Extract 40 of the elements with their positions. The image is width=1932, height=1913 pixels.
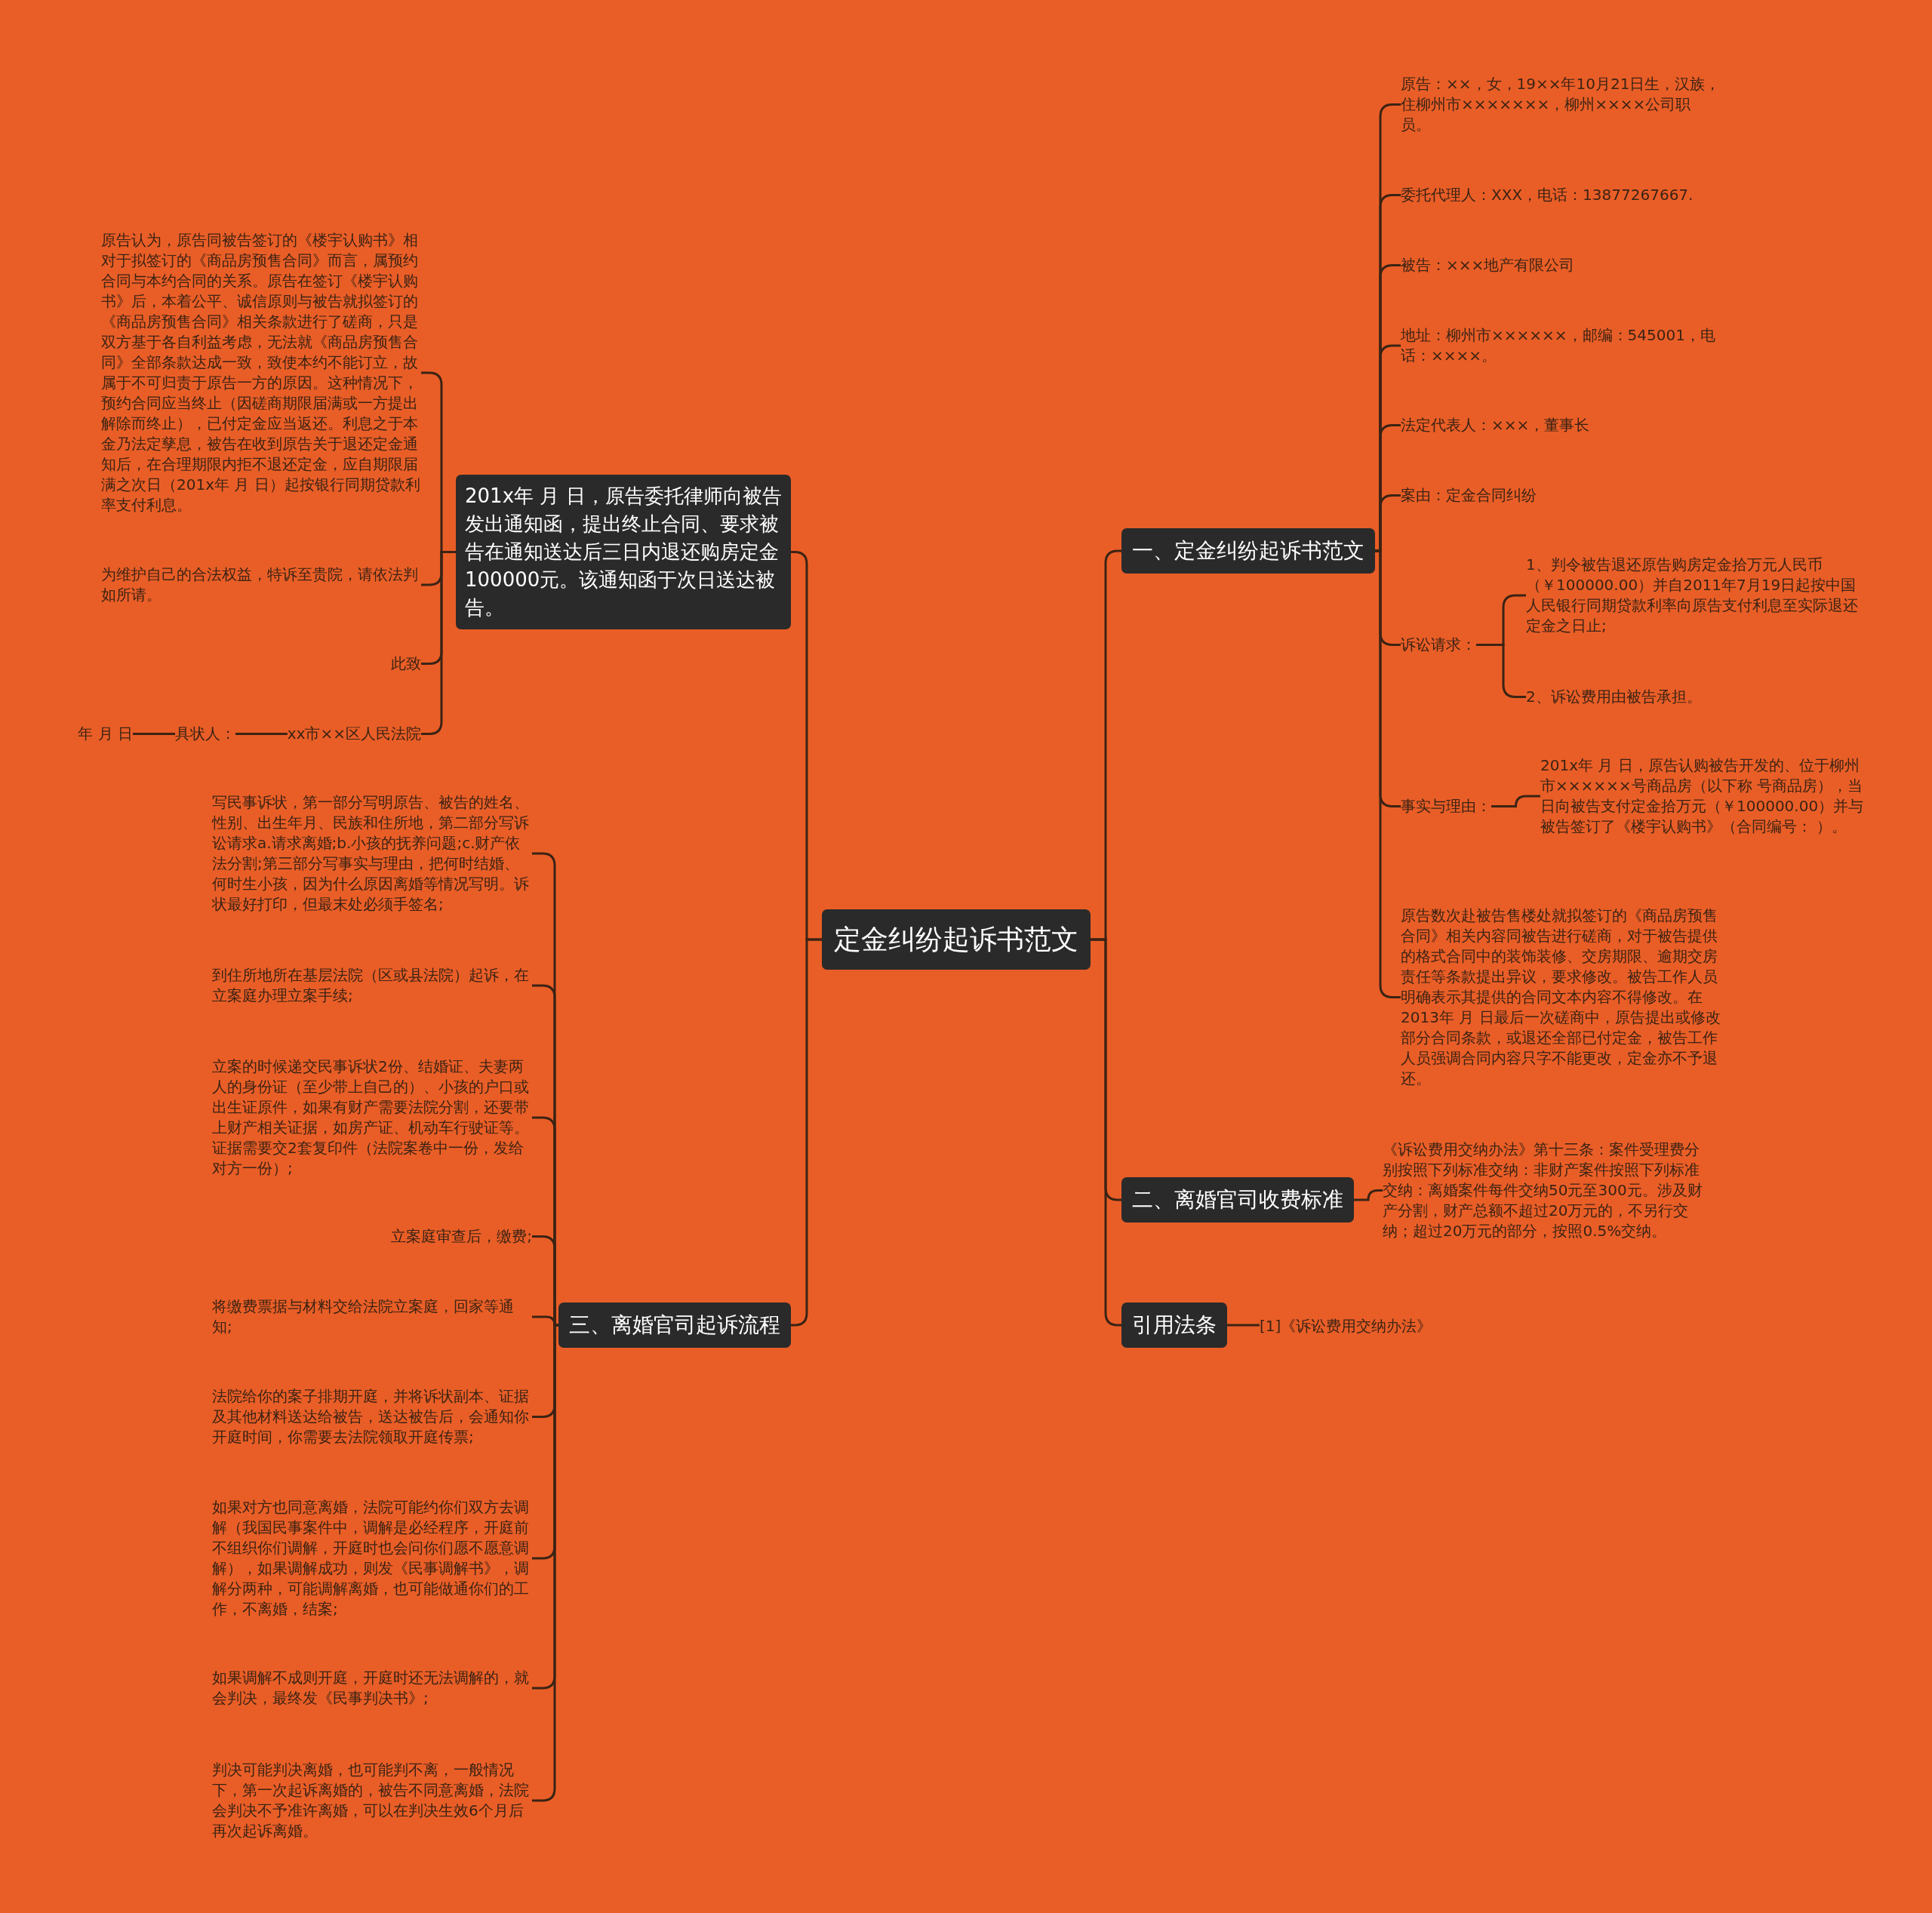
note-text: [1]《诉讼费用交纳办法》 (1260, 1316, 1432, 1336)
note-text: 原告认为，原告同被告签订的《楼宇认购书》相对于拟签订的《商品房预售合同》而言，属预约合同与本约合同的关系。原告在签订《楼宇认购书》后，本着公平、诚信原则与被告就拟签订的《商品房预售合同》相关条款进行了磋商，只是双方基于各自利益考虑，无法就《商品房预售合同》全部条款达成一致，致使本约不能订立，故属于不可归责于原告一方的原因。这种情况下，预约合同应当终止（因磋商期限届满或一方提出解除而终止），已付定金应当返还。利息之于本金乃法定孳息，被告在收到原告关于退还定金通知后，在合理期限内拒不退还定金，应自期限届满之次日（201x年 月 日）起按银行同期贷款利率支付利息。 (101, 230, 421, 515)
note-text: 诉讼请求： (1401, 635, 1476, 655)
note-text: 事实与理由： (1401, 796, 1491, 817)
note-text: 法定代表人：×××，董事长 (1401, 415, 1590, 435)
topic-box: 一、定金纠纷起诉书范文 (1121, 528, 1375, 574)
note-text: 委托代理人：XXX，电话：13877267667. (1401, 185, 1694, 205)
topic-box: 引用法条 (1121, 1303, 1227, 1348)
note-text: 如果对方也同意离婚，法院可能约你们双方去调解（我国民事案件中，调解是必经程序，开庭前不组织你们调解，开庭时也会问你们愿不愿意调解），如果调解成功，则发《民事调解书》，调解分两种，可能调解离婚，也可能做通你们的工作，不离婚，结案; (212, 1497, 532, 1619)
note-text: 立案庭审查后，缴费; (391, 1226, 532, 1247)
note-text: 地址：柳州市××××××，邮编：545001，电话：××××。 (1401, 325, 1733, 366)
note-text: 2、诉讼费用由被告承担。 (1526, 687, 1702, 707)
note-text: 为维护自己的合法权益，特诉至贵院，请依法判如所请。 (101, 564, 421, 605)
note-text: 原告数次赴被告售楼处就拟签订的《商品房预售合同》相关内容同被告进行磋商，对于被告提供的格式合同中的装饰装修、交房期限、逾期交房责任等条款提出异议，要求修改。被告工作人员明确表示其提供的合同文本内容不得修改。在2013年 月 日最后一次磋商中，原告提出或修改部分合同条款，或退还全部已付定金，被告工作人员强调合同内容只字不能更改，定金亦不予退还。 (1401, 906, 1725, 1089)
note-text: 201x年 月 日，原告认购被告开发的、位于柳州市××××××号商品房（以下称 号商品房），当日向被告支付定金拾万元（￥100000.00）并与被告签订了《楼宇认购书》（合同编号： ）。 (1540, 755, 1872, 837)
note-text: 将缴费票据与材料交给法院立案庭，回家等通知; (212, 1296, 532, 1337)
note-text: 此致 (391, 654, 421, 674)
topic-box: 三、离婚官司起诉流程 (558, 1303, 791, 1348)
connector (133, 733, 175, 735)
topic-box: 二、离婚官司收费标准 (1121, 1177, 1354, 1223)
topic-box: 201x年 月 日，原告委托律师向被告发出通知函，提出终止合同、要求被告在通知送达后三日内退还购房定金100000元。该通知函于次日送达被告。 (456, 475, 791, 629)
note-text: xx市××区人民法院 (287, 724, 421, 744)
note-text: 《诉讼费用交纳办法》第十三条：案件受理费分别按照下列标准交纳：非财产案件按照下列标准交纳：离婚案件每件交纳50元至300元。涉及财产分割，财产总额不超过20万元的，不另行交纳；超过20万元的部分，按照0.5%交纳。 (1383, 1139, 1707, 1241)
note-text: 年 月 日 (78, 724, 133, 744)
note-text: 法院给你的案子排期开庭，并将诉状副本、证据及其他材料送达给被告，送达被告后，会通知你开庭时间，你需要去法院领取开庭传票; (212, 1386, 532, 1447)
connector (1491, 795, 1540, 807)
note-text: 案由：定金合同纠纷 (1401, 485, 1537, 506)
note-text: 原告：××，女，19××年10月21日生，汉族，住柳州市×××××××，柳州××××公司职员。 (1401, 74, 1721, 135)
connector (1227, 1324, 1260, 1327)
note-text: 如果调解不成则开庭，开庭时还无法调解的，就会判决，最终发《民事判决书》; (212, 1668, 532, 1708)
note-text: 写民事诉状，第一部分写明原告、被告的姓名、性别、出生年月、民族和住所地，第二部分写诉讼请求a.请求离婚;b.小孩的抚养问题;c.财产依法分割;第三部分写事实与理由，把何时结婚、何时生小孩，因为什么原因离婚等情况写明。诉状最好打印，但最末处必须手签名; (212, 792, 532, 915)
connector (235, 733, 288, 735)
note-text: 被告：×××地产有限公司 (1401, 255, 1575, 275)
note-text: 具状人： (175, 724, 235, 744)
note-text: 1、判令被告退还原告购房定金拾万元人民币（￥100000.00）并自2011年7月19日起按中国人民银行同期贷款利率向原告支付利息至实际退还定金之日止; (1526, 555, 1858, 636)
connector (1354, 1189, 1383, 1201)
note-text: 立案的时候递交民事诉状2份、结婚证、夫妻两人的身份证（至少带上自己的）、小孩的户口或出生证原件，如果有财产需要法院分割，还要带上财产相关证据，如房产证、机动车行驶证等。证据需要交2套复印件（法院案卷中一份，发给对方一份）; (212, 1056, 532, 1179)
note-text: 到住所地所在基层法院（区或县法院）起诉，在立案庭办理立案手续; (212, 965, 532, 1006)
central-topic-box: 定金纠纷起诉书范文 (822, 909, 1091, 970)
note-text: 判决可能判决离婚，也可能判不离，一般情况下，第一次起诉离婚的，被告不同意离婚，法院会判决不予准许离婚，可以在判决生效6个月后再次起诉离婚。 (212, 1760, 532, 1841)
